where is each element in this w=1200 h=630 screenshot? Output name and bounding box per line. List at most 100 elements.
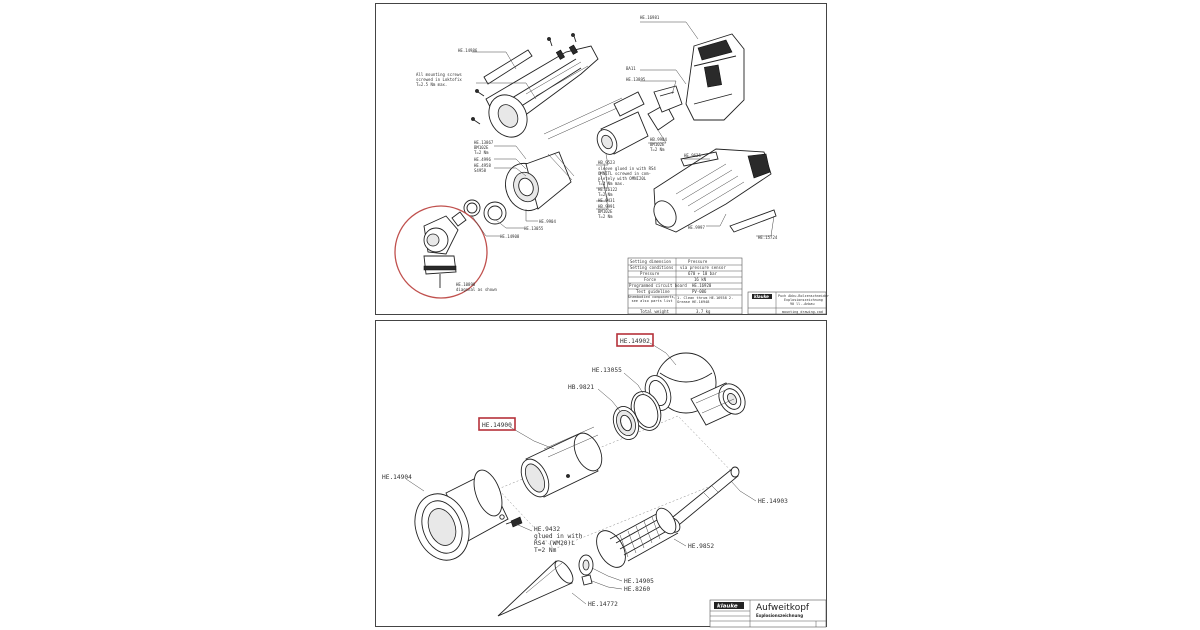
label-he14904: HE.14904 (382, 474, 412, 481)
spec-r1-c1: via pressure sensor (680, 265, 726, 270)
title-block-bottom: klauke Aufweitkopf Explosionszeichnung (709, 599, 827, 628)
label-ba11: BA11 (626, 66, 636, 71)
subtitle-explosionszeichnung: Explosionszeichnung (756, 613, 803, 618)
label-he8260: HE.8260 (624, 586, 650, 593)
part-he14905-hole (582, 559, 590, 571)
label-s4958: S4958 (474, 168, 487, 173)
label-sleeve-2: OMNITL screwed in com- (598, 171, 651, 176)
label-he4996: HE.4996 (474, 157, 491, 162)
label-he14902: HE.14902 (620, 338, 650, 345)
label-he13055: HE.13055 (524, 226, 544, 231)
label-he9432-2: glued in with (534, 533, 583, 540)
label-sleeve-3: pletely with OMNI20L (598, 176, 647, 181)
spec-r3-c0: Force (644, 277, 657, 282)
part-he9852 (596, 507, 679, 568)
part-he14904 (414, 469, 509, 561)
highlight-box-he14902 (616, 333, 654, 347)
screws (471, 33, 577, 125)
label-hb9991: HB.9991 (598, 204, 615, 209)
part-he14900 (520, 426, 603, 498)
label-he13867: HE.13867 (474, 140, 494, 145)
label-mounting-note-3: T=2.5 Nm max. (416, 82, 447, 87)
spec-r4-c0: Programmed circuit board (629, 283, 687, 288)
part-he14772 (497, 560, 574, 617)
part-he13055 (630, 391, 662, 431)
motor-assembly (596, 91, 675, 155)
label-sleeve-4: T=2 Nm max. (598, 181, 625, 186)
spec-r1-c0: Setting conditions (630, 265, 674, 270)
label-t2nm-a: T=2 Nm (474, 150, 489, 155)
label-hb9904: HB.9904 (650, 137, 667, 142)
spec-r7-c1: 3.7 kg (696, 309, 711, 314)
part-he8260 (581, 574, 593, 586)
part-hb9821 (612, 406, 640, 440)
brand-logo-bottom: klauke (717, 604, 738, 610)
spec-r2-c0: Pressure (640, 271, 660, 276)
label-he14900: HE.14900 (482, 422, 512, 429)
spec-r5-c0: Test guideline (636, 289, 670, 294)
spec-r0-c0: Setting dimension (630, 259, 672, 264)
label-he9432-4: T=2 Nm (534, 547, 557, 554)
detail-circle (394, 205, 488, 299)
o-ring-inner (466, 202, 478, 214)
title-footer: mounting_drawing.cad (782, 310, 823, 314)
trigger-handle (653, 148, 772, 233)
wire-cover (483, 49, 533, 85)
label-bm102e-c: BM102E (598, 209, 613, 214)
cover-strip (729, 209, 777, 233)
battery-pack (685, 33, 745, 121)
cylinder-head (505, 151, 575, 212)
label-he4958: HE.4958 (474, 163, 491, 168)
label-he14905: HE.14905 (624, 578, 654, 585)
label-he10898-2: diagonal as shown (456, 287, 498, 292)
title-desc-1: Puch Akku-Bolzenschneider (778, 294, 829, 298)
title-desc-2: Explosionszeichnung (784, 298, 823, 302)
title-desc-3: 90 ll.-Anbau (790, 302, 815, 306)
handle-housing (485, 44, 599, 138)
leader-lines (471, 21, 775, 237)
pump-block (653, 85, 683, 113)
leader-lines-bottom (405, 342, 757, 605)
label-he13895: HE.13895 (626, 77, 646, 82)
label-mounting-note-2: screwed in Loktofix (416, 77, 462, 82)
label-he9432-3: RS4 (WM20)L (534, 540, 575, 547)
drawing-sheet-top: HE.14986 All mounting screws screwed in … (375, 3, 829, 315)
spec-table: Setting dimension Pressure Setting condi… (627, 257, 743, 315)
label-he9997: HE.9997 (688, 225, 705, 230)
label-he14986: HE.14986 (458, 48, 478, 53)
bottom-exploded-view: HE.14902 HE.13055 HB.9821 HE.14900 HE.14… (382, 333, 827, 628)
drawing-sheet-bottom: HE.14902 HE.13055 HB.9821 HE.14900 HE.14… (375, 320, 827, 628)
wire (547, 103, 627, 140)
label-strip (680, 151, 719, 167)
label-hb9523: HB.9523 (598, 160, 615, 165)
label-he16122: HE.16122 (598, 187, 618, 192)
spec-r0-c1: Pressure (688, 259, 708, 264)
highlight-box-he14900 (478, 417, 516, 431)
spec-r6-c0: Unembodied components, see also parts li… (628, 295, 676, 303)
label-he16981: HE.16981 (640, 15, 660, 20)
label-sleeve-1: sleeve glued in with RS4 (598, 166, 656, 171)
spec-r3-c1: 16 kN (694, 277, 707, 282)
wire (543, 97, 623, 135)
label-he14903: HE.14903 (758, 498, 788, 505)
label-mounting-note-1: All mounting screws (416, 72, 462, 77)
spec-r5-c1: PV-006 (692, 289, 707, 294)
part-he9432 (505, 516, 523, 528)
label-he15724: HE.15724 (758, 235, 778, 240)
expander-head-detail (394, 205, 488, 299)
brand-logo-top: klauke (754, 294, 769, 299)
label-he14772: HE.14772 (588, 601, 618, 608)
label-t2nm-c: T=2 Nm (598, 192, 613, 197)
label-he10898-1: HE.10898 (456, 282, 476, 287)
label-he9904: HE.9904 (539, 219, 556, 224)
label-he13055-b: HE.13055 (592, 367, 622, 374)
label-bm102e: BM102E (474, 145, 489, 150)
label-he9625: HE.9625 (684, 153, 701, 158)
label-hb9821: HB.9821 (568, 384, 594, 391)
top-exploded-view: HE.14986 All mounting screws screwed in … (394, 15, 829, 315)
title-block-top: klauke Puch Akku-Bolzenschneider Explosi… (747, 291, 829, 315)
spec-r4-c1: HE.16920 (692, 283, 712, 288)
label-t2nm-d: T=2 Nm (598, 214, 613, 219)
label-bm102e-b: BM102E (650, 142, 665, 147)
seal-ring-inner (487, 205, 503, 221)
